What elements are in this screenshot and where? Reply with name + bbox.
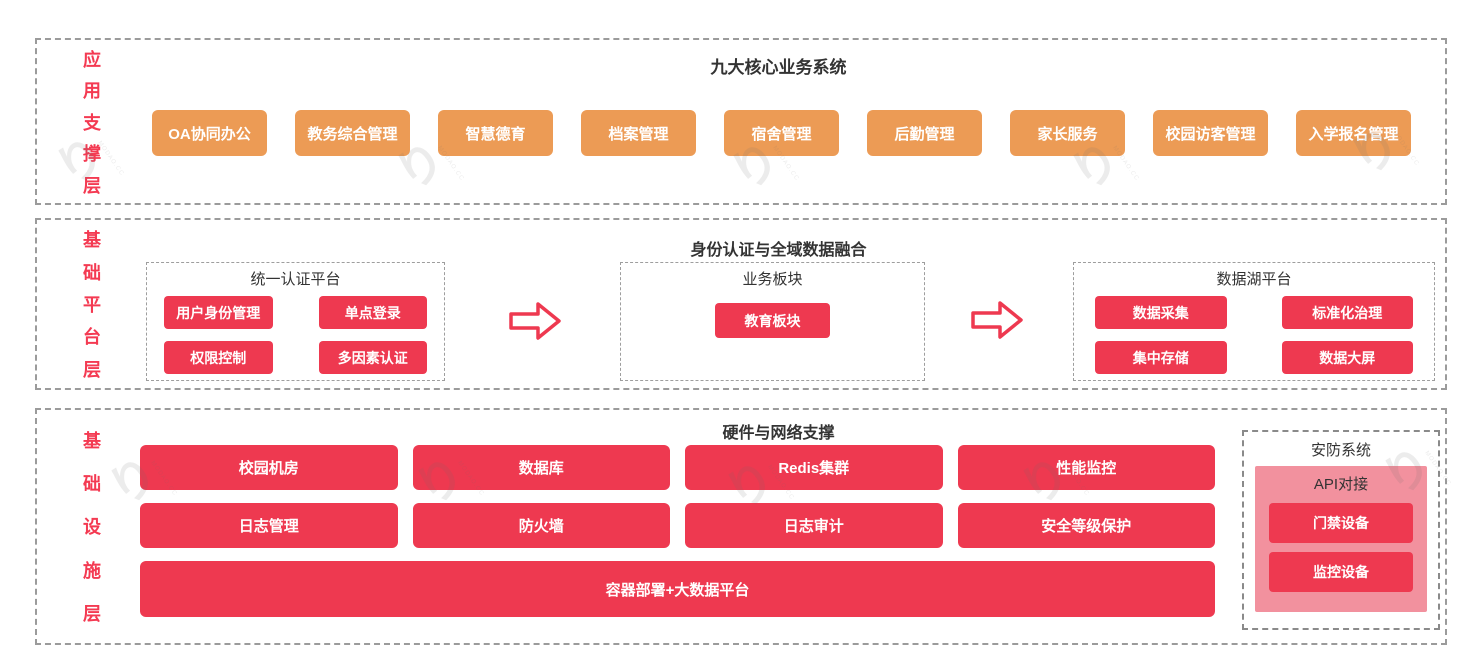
- security-system-title: 安防系统: [1310, 442, 1371, 459]
- group-unified-auth-title: 统一认证平台: [250, 271, 341, 288]
- flow-arrow-icon: [971, 301, 1023, 339]
- api-panel: API对接 门禁设备 监控设备: [1255, 466, 1427, 612]
- node-visitor-mgmt[interactable]: 校园访客管理: [1153, 110, 1268, 156]
- node-redis-cluster[interactable]: Redis集群: [685, 445, 943, 490]
- node-parent-service[interactable]: 家长服务: [1010, 110, 1125, 156]
- group-business-title: 业务板块: [742, 271, 803, 288]
- node-user-identity[interactable]: 用户身份管理: [164, 296, 273, 329]
- layer3-title: 硬件与网络支撑: [722, 425, 835, 442]
- group-business: 业务板块 教育板块: [620, 262, 925, 381]
- node-container-bigdata[interactable]: 容器部署+大数据平台: [140, 561, 1215, 617]
- node-mfa[interactable]: 多因素认证: [318, 341, 427, 374]
- node-logistics-mgmt[interactable]: 后勤管理: [867, 110, 982, 156]
- app-nodes-row: OA协同办公 教务综合管理 智慧德育 档案管理 宿舍管理 后勤管理 家长服务 校…: [152, 110, 1411, 156]
- node-archives-mgmt[interactable]: 档案管理: [581, 110, 696, 156]
- layer2-title: 身份认证与全域数据融合: [690, 242, 867, 259]
- node-access-control-device[interactable]: 门禁设备: [1269, 503, 1413, 543]
- node-standardization[interactable]: 标准化治理: [1281, 296, 1413, 329]
- node-single-sign-on[interactable]: 单点登录: [318, 296, 427, 329]
- node-moral-education[interactable]: 智慧德育: [438, 110, 553, 156]
- group-data-lake-title: 数据湖平台: [1216, 271, 1292, 288]
- layer-app-support-label: 应用支撑层: [83, 49, 101, 196]
- node-central-storage[interactable]: 集中存储: [1095, 341, 1227, 374]
- node-dorm-mgmt[interactable]: 宿舍管理: [724, 110, 839, 156]
- node-permission-control[interactable]: 权限控制: [164, 341, 273, 374]
- node-data-dashboard[interactable]: 数据大屏: [1281, 341, 1413, 374]
- group-data-lake-grid: 数据采集 标准化治理 集中存储 数据大屏: [1095, 296, 1413, 374]
- group-unified-auth-grid: 用户身份管理 单点登录 权限控制 多因素认证: [164, 296, 427, 374]
- group-unified-auth: 统一认证平台 用户身份管理 单点登录 权限控制 多因素认证: [146, 262, 445, 381]
- layer-platform-label: 基础平台层: [83, 230, 101, 380]
- node-education-module[interactable]: 教育板块: [715, 303, 830, 338]
- node-data-collection[interactable]: 数据采集: [1095, 296, 1227, 329]
- node-enrollment-mgmt[interactable]: 入学报名管理: [1296, 110, 1411, 156]
- node-log-mgmt[interactable]: 日志管理: [140, 503, 398, 548]
- node-log-audit[interactable]: 日志审计: [685, 503, 943, 548]
- node-security-level-protection[interactable]: 安全等级保护: [957, 503, 1215, 548]
- node-academic-mgmt[interactable]: 教务综合管理: [295, 110, 410, 156]
- flow-arrow-icon: [509, 302, 561, 340]
- layer-infrastructure-label: 基础设施层: [83, 431, 101, 624]
- node-campus-server-room[interactable]: 校园机房: [140, 445, 398, 490]
- layer1-title: 九大核心业务系统: [710, 58, 847, 77]
- api-panel-title: API对接: [1313, 476, 1369, 493]
- group-data-lake: 数据湖平台 数据采集 标准化治理 集中存储 数据大屏: [1073, 262, 1435, 381]
- node-performance-monitor[interactable]: 性能监控: [957, 445, 1215, 490]
- node-oa-office[interactable]: OA协同办公: [152, 110, 267, 156]
- security-system-box: 安防系统 API对接 门禁设备 监控设备: [1242, 430, 1440, 630]
- node-camera-device[interactable]: 监控设备: [1269, 552, 1413, 592]
- infra-nodes-grid: 校园机房 数据库 Redis集群 性能监控 日志管理 防火墙 日志审计 安全等级…: [140, 445, 1215, 548]
- node-firewall[interactable]: 防火墙: [412, 503, 670, 548]
- node-database[interactable]: 数据库: [412, 445, 670, 490]
